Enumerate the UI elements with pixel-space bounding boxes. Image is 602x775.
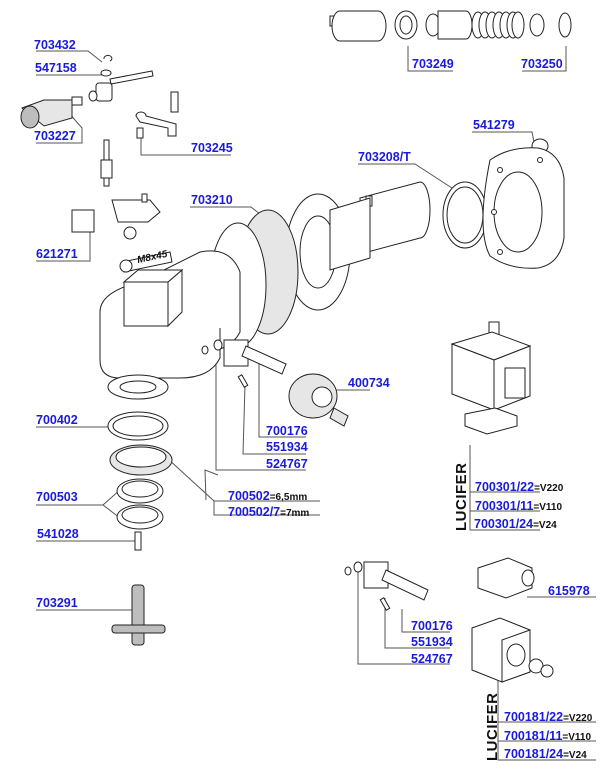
part-entry-700502: 700502=6,5mm [228, 487, 307, 505]
part-label-541028[interactable]: 541028 [37, 527, 79, 541]
part-label-703432[interactable]: 703432 [34, 38, 76, 52]
lower-valve-stem-drawing [344, 561, 429, 611]
part-label-703245[interactable]: 703245 [191, 141, 233, 155]
part-entry-700301-11: 700301/11=V110 [475, 497, 562, 515]
brand-label-lower: LUCIFER [484, 692, 501, 762]
part-label-541279[interactable]: 541279 [473, 118, 515, 132]
part-label-700181-11[interactable]: 700181/11 [504, 729, 563, 743]
part-label-700176-lower[interactable]: 700176 [411, 619, 453, 633]
part-entry-700301-24: 700301/24=V24 [474, 515, 557, 533]
part-entry-700502-7: 700502/7=7mm [228, 503, 309, 521]
part-label-700181-22[interactable]: 700181/22 [504, 710, 564, 724]
part-suffix-700181-11: =V110 [562, 732, 592, 743]
part-label-703249[interactable]: 703249 [412, 57, 454, 71]
lever-assembly-drawing [20, 54, 179, 187]
part-label-400734[interactable]: 400734 [348, 376, 390, 390]
part-label-615978[interactable]: 615978 [548, 584, 590, 598]
rear-flange-drawing [442, 138, 565, 269]
part-suffix-700301-24: =V24 [533, 520, 557, 531]
part-label-524767-upper[interactable]: 524767 [266, 457, 308, 471]
part-entry-700181-11: 700181/11=V110 [504, 727, 591, 745]
lower-solenoid-coil-drawing [471, 557, 554, 683]
part-label-703208-t[interactable]: 703208/T [358, 150, 411, 164]
part-entry-700301-22: 700301/22=V220 [475, 478, 563, 496]
part-label-703227[interactable]: 703227 [34, 129, 76, 143]
brand-label-upper: LUCIFER [453, 462, 470, 532]
part-label-700181-24[interactable]: 700181/24 [504, 747, 564, 761]
part-label-700502[interactable]: 700502 [228, 489, 270, 503]
gaskets-screens-drawing [107, 374, 173, 646]
part-suffix-700181-22: =V220 [563, 713, 593, 724]
part-label-551934-lower[interactable]: 551934 [411, 635, 453, 649]
part-label-524767-lower[interactable]: 524767 [411, 652, 453, 666]
leader-lines [36, 46, 596, 761]
part-label-700301-11[interactable]: 700301/11 [475, 499, 534, 513]
part-label-700502-7[interactable]: 700502/7 [228, 505, 281, 519]
part-label-621271[interactable]: 621271 [36, 247, 78, 261]
part-suffix-700301-11: =V110 [533, 502, 563, 513]
part-label-700176-upper[interactable]: 700176 [266, 424, 308, 438]
part-suffix-700502-7: =7mm [280, 508, 310, 519]
part-suffix-700301-22: =V220 [534, 483, 564, 494]
part-entry-700181-22: 700181/22=V220 [504, 708, 592, 726]
piston-assembly-drawing [329, 10, 572, 42]
upper-solenoid-valve-drawing [450, 321, 532, 435]
group-head-body-drawing [71, 181, 431, 379]
part-label-703210[interactable]: 703210 [191, 193, 233, 207]
part-label-551934-upper[interactable]: 551934 [266, 440, 308, 454]
part-label-703291[interactable]: 703291 [36, 596, 78, 610]
part-label-700301-22[interactable]: 700301/22 [475, 480, 535, 494]
part-label-700503[interactable]: 700503 [36, 490, 78, 504]
part-label-547158[interactable]: 547158 [35, 61, 77, 75]
part-label-700301-24[interactable]: 700301/24 [474, 517, 534, 531]
part-label-703250[interactable]: 703250 [521, 57, 563, 71]
upper-valve-stem-drawing [201, 339, 349, 427]
part-suffix-700502: =6,5mm [269, 492, 308, 503]
part-label-700402[interactable]: 700402 [36, 413, 78, 427]
part-suffix-700181-24: =V24 [563, 750, 587, 761]
part-entry-700181-24: 700181/24=V24 [504, 745, 587, 763]
